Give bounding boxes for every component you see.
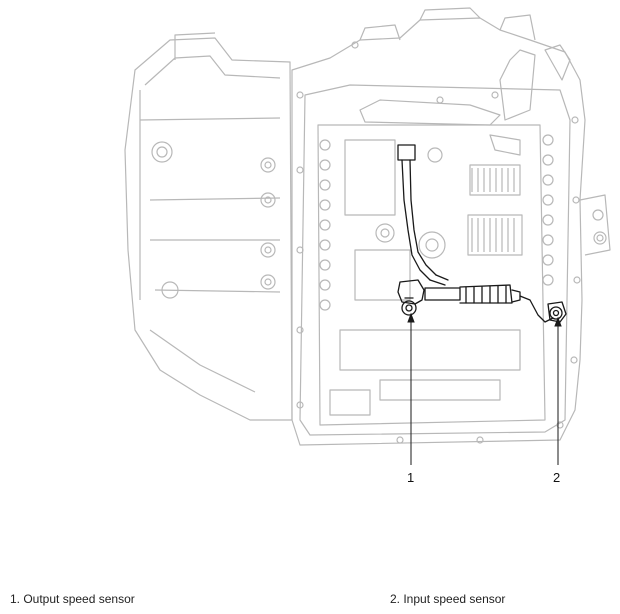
transmission-case [124,7,611,446]
legend-item-input-speed-sensor: 2. Input speed sensor [390,592,506,606]
sensor-harness [397,144,567,323]
callout-2-label: 2 [553,470,561,485]
legend-item-output-speed-sensor: 1. Output speed sensor [10,592,135,606]
callout-1-label: 1 [407,470,415,485]
callout-leaders [407,312,562,465]
